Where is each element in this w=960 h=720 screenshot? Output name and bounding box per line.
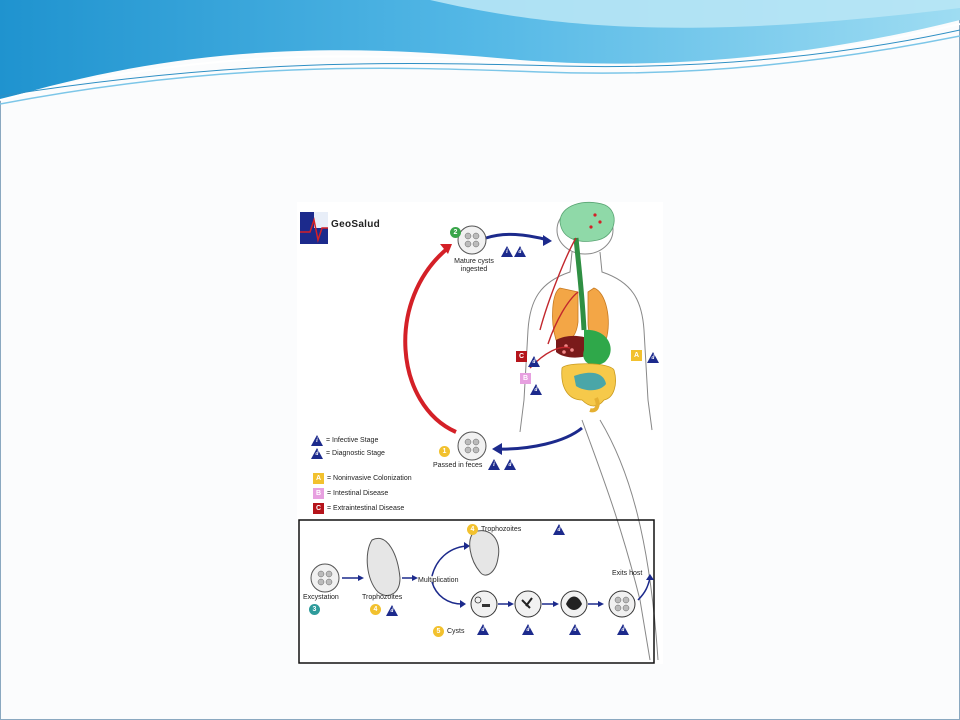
step-4b-badge: 4 — [467, 524, 478, 535]
legend-infective-label: = Infective Stage — [326, 437, 379, 444]
infective-marker-icon: i — [488, 459, 500, 470]
infective-marker-icon: i — [501, 246, 513, 257]
legend-intestinal-label: = Intestinal Disease — [327, 490, 389, 497]
excystation-cyst-icon — [310, 563, 340, 593]
legend-infective-icon: i — [311, 435, 323, 446]
marker-c-badge: C — [516, 351, 527, 362]
legend-diagnostic-label: = Diagnostic Stage — [326, 450, 385, 457]
diagnostic-marker-icon: d — [617, 624, 629, 635]
infection-cycle-red-arrow — [403, 246, 457, 434]
stomach — [583, 329, 611, 366]
legend-noninvasive-label: = Noninvasive Colonization — [327, 475, 412, 482]
legend-extraintestinal-label: = Extraintestinal Disease — [327, 505, 405, 512]
marker-b-badge: B — [520, 373, 531, 384]
cyst-step2-icon — [457, 225, 487, 255]
colon — [589, 397, 600, 413]
diagnostic-marker-icon: d — [528, 356, 540, 367]
passed-in-feces-label: Passed in feces — [433, 462, 483, 469]
brain-organ — [559, 201, 615, 242]
diagnostic-marker-icon: d — [514, 246, 526, 257]
step-5-badge: 5 — [433, 626, 444, 637]
diagnostic-marker-icon: d — [386, 605, 398, 616]
excystation-label: Excystation — [303, 594, 339, 601]
trophozoites-label: Trophozoites — [362, 594, 403, 601]
cyst-sequence-icons — [470, 590, 636, 618]
amebiasis-life-cycle-diagram — [297, 202, 663, 664]
trophozoite-icon — [366, 537, 401, 596]
brain-lesions — [589, 213, 602, 229]
step-4-badge: 4 — [370, 604, 381, 615]
ingestion-blue-arrow — [485, 232, 549, 242]
trophozoites-upper-label: Trophozoites — [481, 526, 522, 533]
multiplication-label: Multiplication — [418, 577, 459, 584]
arrow-exits-host — [637, 577, 651, 601]
arrow-multiplication-up — [431, 545, 467, 577]
legend-a-badge: A — [313, 473, 324, 484]
step-1-badge: 1 — [439, 446, 450, 457]
diagnostic-marker-icon: d — [553, 524, 565, 535]
legend-c-badge: C — [313, 503, 324, 514]
marker-a-badge: A — [631, 350, 642, 361]
step-3-badge: 3 — [309, 604, 320, 615]
diagnostic-marker-icon: d — [530, 384, 542, 395]
geosalud-logo-icon — [300, 212, 328, 244]
slide-header-banner — [0, 0, 960, 105]
step-2-badge: 2 — [450, 227, 461, 238]
diagnostic-marker-icon: d — [477, 624, 489, 635]
human-body-outline — [519, 205, 659, 661]
cysts-label: Cysts — [447, 628, 465, 635]
legend-diagnostic-icon: d — [311, 448, 323, 459]
intestinal-stages-panel — [298, 519, 655, 664]
diagnostic-marker-icon: d — [569, 624, 581, 635]
geosalud-logo-text: GeoSalud — [331, 219, 381, 230]
exits-host-label: Exits host — [612, 570, 643, 577]
legend-b-badge: B — [313, 488, 324, 499]
esophagus — [573, 237, 587, 331]
small-intestine — [574, 372, 606, 391]
diagnostic-marker-icon: d — [504, 459, 516, 470]
diagnostic-marker-icon: d — [647, 352, 659, 363]
diagnostic-marker-icon: d — [522, 624, 534, 635]
passing-blue-arrow — [495, 426, 583, 451]
lungs — [552, 287, 609, 343]
trophozoite-upper-icon — [469, 530, 500, 576]
arrow-multiplication-down — [431, 581, 463, 605]
cyst-step1-icon — [457, 431, 487, 461]
